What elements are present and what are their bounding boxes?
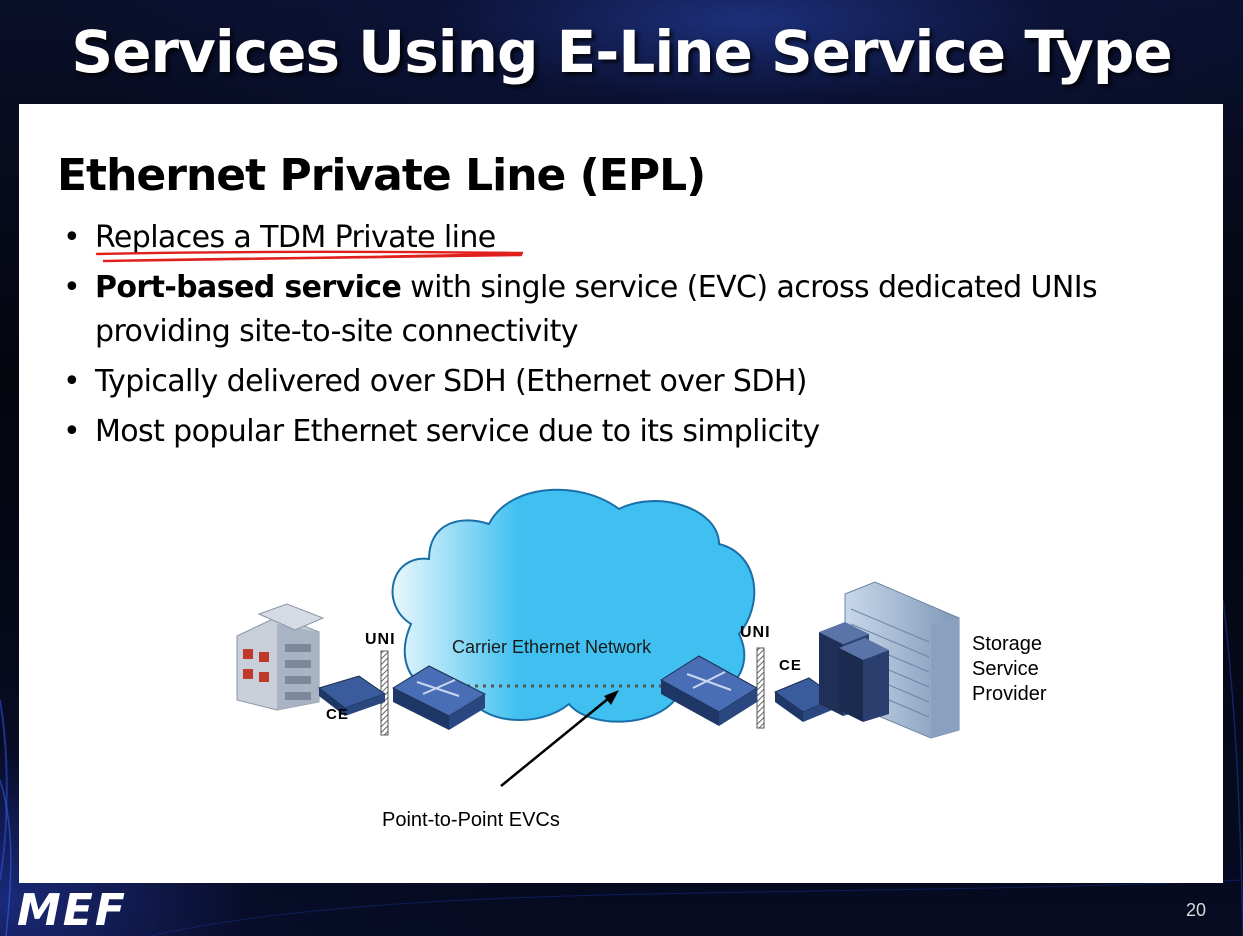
content-panel: Ethernet Private Line (EPL) • Replaces a… xyxy=(19,104,1223,883)
section-heading: Ethernet Private Line (EPL) xyxy=(57,150,706,201)
page-number: 20 xyxy=(1186,900,1207,920)
bullet-item: • Replaces a TDM Private line xyxy=(59,216,1179,263)
bullet-text: Typically delivered over SDH (Ethernet o… xyxy=(95,364,808,399)
left-building-icon xyxy=(236,603,325,711)
bullet-dot: • xyxy=(63,364,81,399)
carrier-cloud xyxy=(391,488,756,723)
uni-right-marker xyxy=(756,647,765,729)
bullet-item: • Most popular Ethernet service due to i… xyxy=(59,410,1179,454)
bullet-dot: • xyxy=(63,414,81,449)
right-switch-device xyxy=(660,655,758,726)
bullet-dot: • xyxy=(63,270,81,305)
bullet-text: Replaces a TDM Private line xyxy=(95,220,496,255)
cloud-label: Carrier Ethernet Network xyxy=(452,637,652,657)
left-switch-device xyxy=(391,665,487,730)
provider-label-line: Provider xyxy=(972,683,1047,705)
uni-left-label: UNI xyxy=(365,631,396,648)
storage-building-icon xyxy=(844,581,960,739)
right-ce-device xyxy=(773,677,839,722)
bullet-item: • Typically delivered over SDH (Ethernet… xyxy=(59,360,1179,404)
provider-label-line: Storage xyxy=(972,633,1043,655)
uni-right-label: UNI xyxy=(740,624,771,641)
evc-label: Point-to-Point EVCs xyxy=(382,809,560,831)
provider-label: Storage Service Provider xyxy=(972,632,1046,707)
provider-label-line: Service xyxy=(972,658,1039,680)
ce-left-label: CE xyxy=(326,706,349,723)
mef-logo: MEF xyxy=(17,885,127,936)
evc-arrow xyxy=(500,690,619,787)
bullet-dot: • xyxy=(63,220,81,255)
server-rack-icons xyxy=(819,622,889,722)
underlined-phrase: Replaces a TDM Private line xyxy=(95,216,524,263)
bullet-text: Most popular Ethernet service due to its… xyxy=(95,414,820,449)
ce-right-label: CE xyxy=(779,657,802,674)
bullet-bold-text: Port-based service xyxy=(95,270,402,305)
bullet-item: • Port-based service with single service… xyxy=(59,266,1179,354)
bullet-list: • Replaces a TDM Private line • Port-bas… xyxy=(59,216,1179,460)
uni-left-marker xyxy=(380,650,389,736)
slide-title: Services Using E-Line Service Type xyxy=(71,18,1172,86)
red-hand-underline xyxy=(95,250,524,263)
bullet-text: with single service (EVC) across dedicat… xyxy=(95,270,1098,349)
